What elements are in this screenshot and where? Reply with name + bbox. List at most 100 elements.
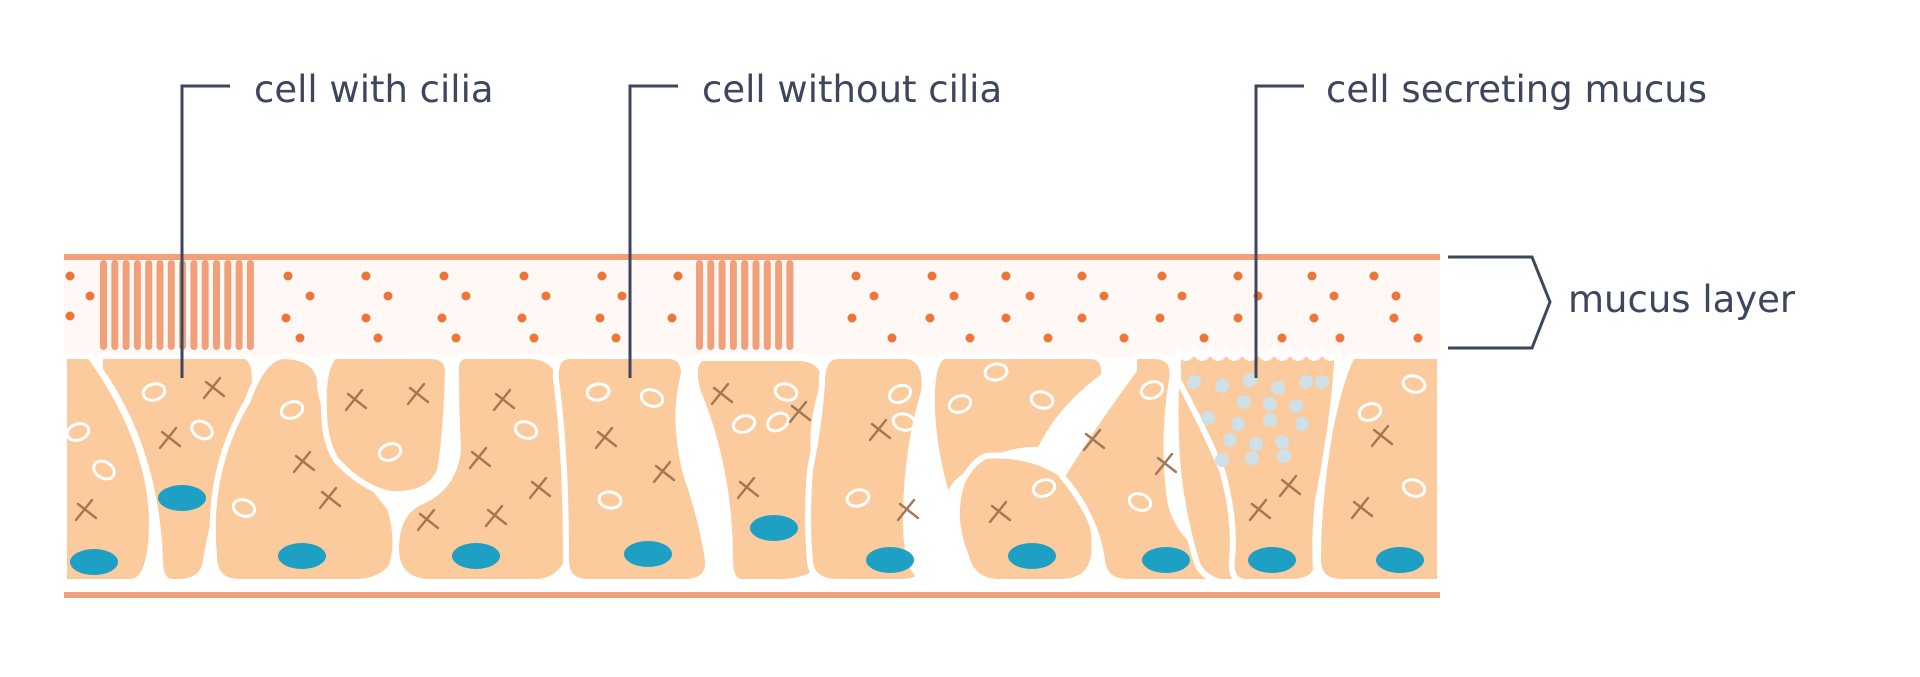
- vesicle: [639, 388, 665, 408]
- fiber: [1352, 500, 1374, 518]
- fiber: [738, 480, 760, 498]
- cilia-group-1: [100, 260, 254, 350]
- mucus-dot: [1177, 291, 1187, 301]
- mucus-dot: [887, 333, 897, 343]
- mucus-granule: [1263, 413, 1277, 427]
- mucus-dot: [611, 333, 621, 343]
- cilium: [133, 260, 141, 350]
- mucus-granule: [1215, 379, 1229, 393]
- cilium: [246, 260, 254, 350]
- vesicle: [377, 442, 403, 462]
- mucus-layer-bracket: [1448, 255, 1552, 350]
- nucleus: [452, 543, 500, 569]
- mucus-dot: [519, 271, 529, 281]
- cilium: [156, 260, 164, 350]
- nucleus: [70, 549, 118, 575]
- cilium: [696, 260, 703, 350]
- vesicle: [190, 419, 214, 441]
- mucus-granule: [1299, 375, 1313, 389]
- fiber: [408, 386, 430, 404]
- leader-mucus-cell: [1254, 84, 1304, 378]
- fiber: [486, 508, 508, 526]
- cytoplasm-fibers: [74, 376, 1394, 532]
- cell-9: [805, 353, 928, 585]
- fiber: [870, 422, 892, 440]
- basement-membrane: [64, 592, 1440, 598]
- mucus-dot: [451, 333, 461, 343]
- fiber: [712, 386, 734, 404]
- mucus-granule: [1295, 417, 1309, 431]
- mucus-granule: [1249, 437, 1263, 451]
- mucus-dot: [965, 333, 975, 343]
- nucleus: [1376, 547, 1424, 573]
- mucus-granule: [1245, 451, 1259, 465]
- mucus-granule: [1201, 411, 1215, 425]
- cilium: [752, 260, 760, 350]
- mucus-dot: [1233, 271, 1243, 281]
- mucus-dot: [1077, 313, 1087, 323]
- mucus-granule: [1215, 453, 1229, 467]
- vesicle: [891, 412, 917, 432]
- nucleus: [158, 485, 206, 511]
- mucus-granule: [1263, 397, 1277, 411]
- cilium: [718, 260, 726, 350]
- vesicle: [65, 422, 91, 442]
- cilium: [741, 260, 749, 350]
- mucus-dot: [361, 313, 371, 323]
- mucus-dot: [1233, 313, 1243, 323]
- mucus-dot: [529, 333, 539, 343]
- mucus-dot: [847, 313, 857, 323]
- mucus-dot: [283, 271, 293, 281]
- mucus-granule: [1271, 381, 1285, 395]
- fiber: [1372, 428, 1394, 446]
- mucus-dot: [1389, 313, 1399, 323]
- vesicle: [231, 498, 257, 518]
- vesicle: [947, 394, 973, 414]
- label-mucus-layer: mucus layer: [1568, 278, 1796, 321]
- fiber: [470, 450, 492, 468]
- vesicle: [279, 400, 305, 420]
- vesicle: [1029, 390, 1055, 410]
- vesicle: [731, 414, 757, 434]
- cilium: [100, 260, 107, 350]
- nucleus: [1008, 543, 1056, 569]
- mucus-dot: [437, 313, 447, 323]
- nucleus: [1248, 547, 1296, 573]
- mucus-dot: [1001, 313, 1011, 323]
- mucus-dots: [65, 271, 1423, 343]
- mucus-dot: [361, 271, 371, 281]
- mucus-dot: [1307, 271, 1317, 281]
- fiber: [654, 464, 676, 482]
- mucus-granule: [1289, 399, 1303, 413]
- mucus-granule: [1237, 395, 1251, 409]
- cilium: [224, 260, 232, 350]
- fiber: [204, 380, 226, 398]
- mucus-dot: [1155, 313, 1165, 323]
- mucus-granule: [1223, 433, 1237, 447]
- mucus-dot: [1335, 333, 1345, 343]
- mucus-dot: [1369, 271, 1379, 281]
- mucus-dot: [667, 313, 677, 323]
- mucus-dot: [1413, 333, 1423, 343]
- mucus-granules: [1187, 373, 1329, 467]
- mucus-dot: [85, 291, 95, 301]
- vesicle: [1031, 478, 1057, 498]
- cilium: [167, 260, 175, 350]
- nuclei: [70, 485, 1424, 575]
- cilium: [190, 260, 198, 350]
- fiber: [1250, 502, 1272, 520]
- cilium: [201, 260, 209, 350]
- vesicle: [1357, 402, 1383, 422]
- fiber: [320, 490, 342, 508]
- vesicle: [1139, 380, 1165, 400]
- vesicle: [887, 383, 913, 405]
- cell-14: [1315, 353, 1443, 585]
- cilium: [145, 260, 153, 350]
- nucleus: [278, 543, 326, 569]
- mucus-dot: [1077, 271, 1087, 281]
- mucus-dot: [1199, 333, 1209, 343]
- fiber: [898, 502, 920, 520]
- fiber: [1084, 432, 1106, 450]
- mucus-dot: [1391, 291, 1401, 301]
